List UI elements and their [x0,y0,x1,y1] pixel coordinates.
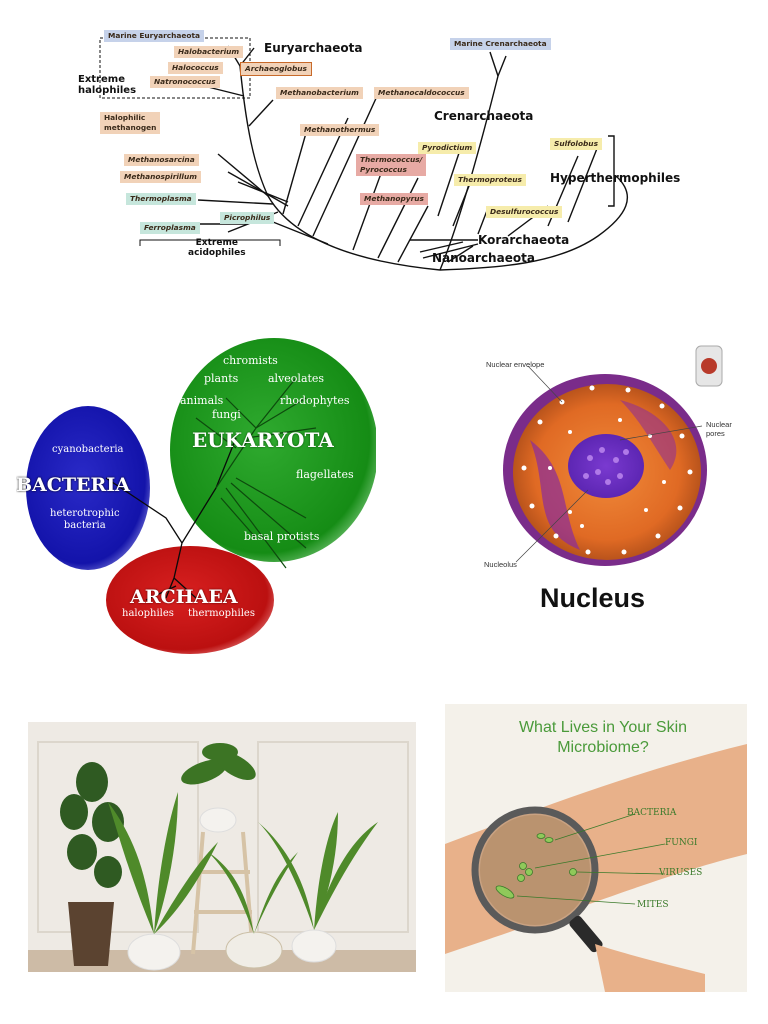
label-animals: animals [180,394,223,407]
label-halophiles: halophiles [122,608,174,619]
label-nuclear-pores: Nuclear pores [706,420,732,438]
label-viruses: VIRUSES [659,868,702,878]
label-methanothermus: Methanothermus [300,124,379,136]
label-thermophiles: thermophiles [188,608,255,619]
label-cyanobacteria: cyanobacteria [52,444,124,455]
label-methanosarcina: Methanosarcina [124,154,199,166]
label-methanopyrus: Methanopyrus [360,193,428,205]
skin-microbiome-infographic: What Lives in Your Skin Microbiome? BACT… [445,704,747,992]
label-thermoplasma: Thermoplasma [126,193,196,205]
label-fungi: fungi [212,408,241,421]
label-archaeoglobus: Archaeoglobus [240,62,312,76]
house-plants-photo [28,722,416,972]
group-crenarchaeota: Crenarchaeota [434,110,533,123]
label-plants: plants [204,372,238,385]
label-basal-protists: basal protists [244,530,319,543]
label-sulfolobus: Sulfolobus [550,138,602,150]
group-extreme-halophiles: Extreme halophiles [78,74,136,96]
group-nanoarchaeota: Nanoarchaeota [432,252,535,265]
label-rhodophytes: rhodophytes [280,394,350,407]
label-methanocaldococcus: Methanocaldococcus [374,87,469,99]
label-flagellates: flagellates [296,468,354,481]
label-pyrodictium: Pyrodictium [418,142,476,154]
label-nuclear-envelope: Nuclear envelope [486,360,544,369]
archaea-title: ARCHAEA [130,586,238,608]
eukaryota-title: EUKARYOTA [192,428,334,452]
label-halococcus: Halococcus [168,62,223,74]
group-euryarchaeota: Euryarchaeota [264,42,362,55]
label-desulfurococcus: Desulfurococcus [486,206,562,218]
label-nucleolus: Nucleolus [484,560,517,569]
label-fungi: FUNGI [665,838,697,848]
label-marine-euryarchaeota: Marine Euryarchaeota [104,30,204,42]
skin-title-line1: What Lives in Your Skin [519,719,687,736]
group-korarchaeota: Korarchaeota [478,234,569,247]
label-methanobacterium: Methanobacterium [276,87,363,99]
label-heterotrophic-bacteria: heterotrophic bacteria [50,508,120,532]
label-thermoproteus: Thermoproteus [454,174,526,186]
label-mites: MITES [637,900,669,910]
label-chromists: chromists [223,354,278,367]
label-picrophilus: Picrophilus [220,212,274,224]
label-marine-crenarchaeota: Marine Crenarchaeota [450,38,551,50]
bacteria-title: BACTERIA [16,474,130,496]
skin-title-line2: Microbiome? [557,739,649,756]
skin-title: What Lives in Your Skin Microbiome? [483,718,723,758]
label-methanospirillum: Methanospirillum [120,171,201,183]
nucleus-title: Nucleus [540,583,645,614]
label-natronococcus: Natronococcus [150,76,220,88]
label-thermococcus: Thermococcus/ Pyrococcus [356,154,426,176]
label-alveolates: alveolates [268,372,324,385]
group-extreme-acidophiles: Extreme acidophiles [188,238,246,258]
label-halobacterium: Halobacterium [174,46,243,58]
label-bacteria: BACTERIA [627,808,676,818]
plants-illustration [28,722,416,972]
group-hyperthermophiles: Hyperthermophiles [550,172,680,185]
archaea-phylogenetic-tree: Marine Euryarchaeota Halobacterium Haloc… [78,26,698,274]
label-ferroplasma: Ferroplasma [140,222,200,234]
nucleus-diagram: Nuclear envelope Nuclear pores Nucleolus… [470,340,740,630]
three-domains-diagram: EUKARYOTA chromists plants alveolates an… [16,338,376,654]
label-halophilic-methanogen: Halophilic methanogen [100,112,160,134]
